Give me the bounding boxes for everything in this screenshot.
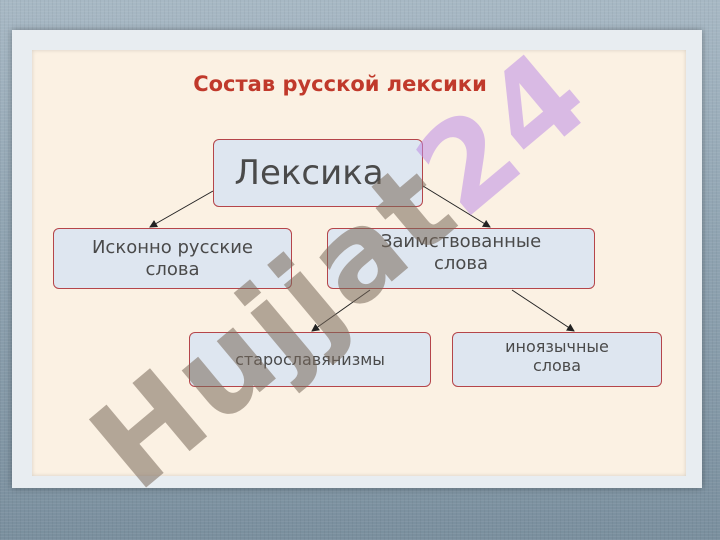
node-lexicon: Лексика bbox=[213, 139, 423, 207]
node-foreign-label-line2: слова bbox=[532, 356, 582, 376]
node-native-russian-words: Исконно русские слова bbox=[53, 228, 292, 289]
node-borrowed-label-line2: слова bbox=[433, 252, 489, 274]
node-borrowed-words: Заимствованные слова bbox=[327, 228, 595, 289]
node-foreign-label-line1: иноязычные bbox=[505, 337, 609, 356]
node-lexicon-label: Лексика bbox=[234, 152, 384, 193]
node-old-slavonicisms-label: старославянизмы bbox=[235, 349, 385, 369]
node-native-label-line1: Исконно русские bbox=[91, 236, 254, 258]
node-borrowed-label-line1: Заимствованные bbox=[380, 231, 542, 252]
node-native-label-line2: слова bbox=[145, 258, 200, 280]
node-foreign-words: иноязычные слова bbox=[452, 332, 662, 387]
node-old-slavonicisms: старославянизмы bbox=[189, 332, 431, 387]
slide-title: Состав русской лексики bbox=[193, 72, 487, 96]
